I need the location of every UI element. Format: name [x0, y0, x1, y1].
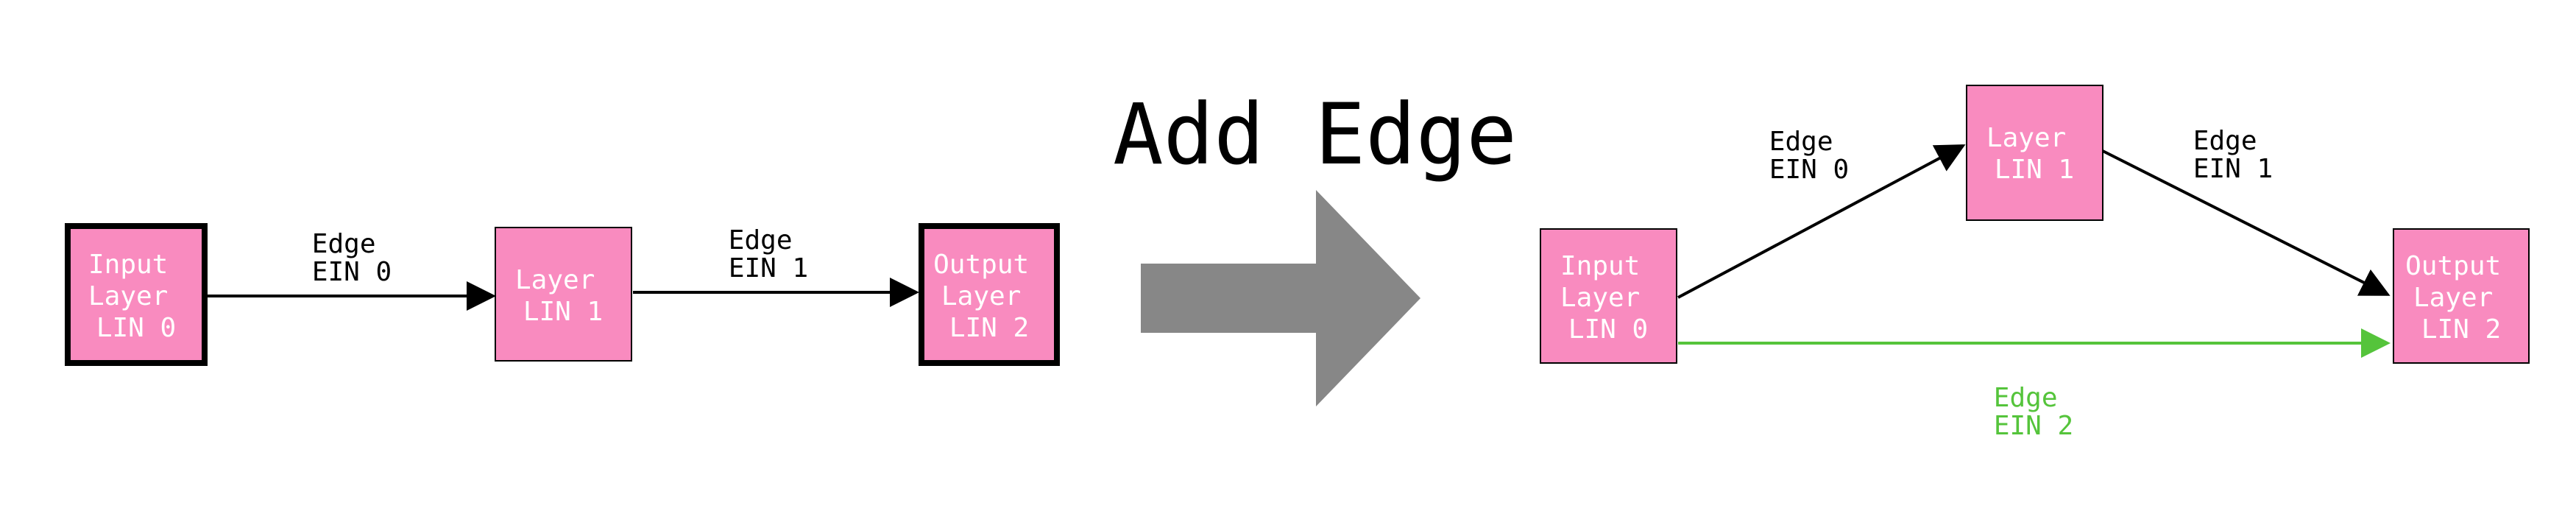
transform-section: Add Edge	[1113, 85, 1517, 406]
before-node-output-layer-lin2: Output Layer LIN 2	[919, 223, 1060, 366]
transform-arrow-icon	[1141, 190, 1420, 406]
before-edge-ein0-label: Edge EIN 0	[312, 229, 392, 287]
before-graph: Edge EIN 0 Edge EIN 1 Input Layer LIN 0 …	[65, 223, 1060, 366]
svg-text:Input Layer LI: Input Layer LIN 0	[88, 250, 184, 343]
after-node-input-layer-lin0: Input Layer LIN 0	[1540, 228, 1677, 364]
before-edge-ein1-label: Edge EIN 1	[729, 225, 808, 283]
after-edge-ein0-line	[1677, 144, 1966, 299]
svg-text:Input Layer LI: Input Layer LIN 0	[1560, 251, 1656, 345]
after-edge-ein0-label: Edge EIN 0	[1769, 127, 1849, 185]
after-node-layer-lin1: Layer LIN 1	[1966, 85, 2103, 221]
title-add-edge: Add Edge	[1113, 85, 1517, 183]
svg-text:Output Layer L: Output Layer LIN 2	[933, 250, 1045, 343]
svg-text:Layer LIN 1: Layer LIN 1	[1986, 123, 2082, 185]
after-node-output-layer-lin2: Output Layer LIN 2	[2393, 228, 2530, 364]
svg-text:Layer LIN 1: Layer LIN 1	[515, 265, 611, 327]
after-graph: Edge EIN 0 Edge EIN 1 Edge EIN 2 Input L…	[1540, 85, 2530, 441]
after-edge-ein1-label: Edge EIN 1	[2193, 126, 2273, 184]
after-edge-ein1-line	[2102, 149, 2391, 296]
after-edge-ein2-label: Edge EIN 2	[1994, 383, 2073, 441]
before-node-input-layer-lin0: Input Layer LIN 0	[65, 223, 208, 366]
svg-text:Output Layer L: Output Layer LIN 2	[2405, 251, 2517, 345]
before-node-layer-lin1: Layer LIN 1	[495, 227, 632, 362]
